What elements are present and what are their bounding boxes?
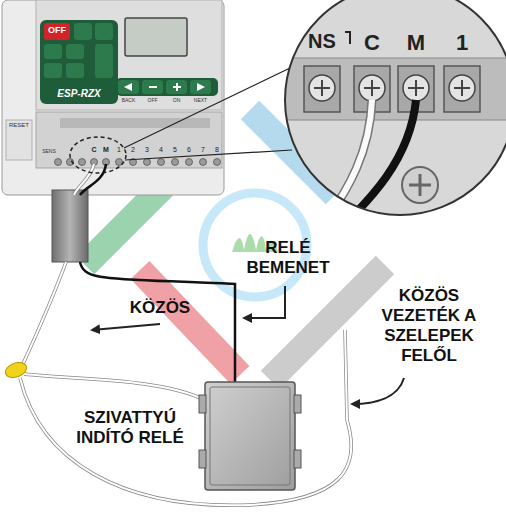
terminal-label: 5 (170, 146, 180, 154)
conduit-pipe (52, 190, 88, 262)
terminal-zoom-inset (280, 0, 506, 235)
common-wire (24, 374, 205, 400)
terminal-label: 1 (446, 30, 478, 56)
terminal-label: C (89, 146, 99, 154)
valve-common-wire (20, 330, 351, 505)
terminal-label: M (101, 146, 111, 154)
terminal-label: 4 (156, 146, 166, 154)
common-wire (22, 262, 66, 366)
terminal-label: 3 (142, 146, 152, 154)
terminal-label: C (356, 30, 388, 56)
pump-start-relay (199, 382, 301, 490)
leader-arrow (244, 286, 285, 318)
callout-label: RELÉ BEMENET (232, 238, 344, 278)
terminal-label: 1 (114, 146, 124, 154)
inset-border (285, 0, 506, 215)
terminal-label: 8 (212, 146, 222, 154)
button-caption: ON (166, 98, 187, 104)
leader-arrow (352, 378, 404, 404)
model-name: ESP-RZX (42, 88, 116, 100)
wire-nut (3, 360, 28, 381)
terminal-label: 2 (128, 146, 138, 154)
callout-label: KÖZÖS VEZETÉK A SZELEPEK FELŐL (372, 286, 486, 366)
callout-label: KÖZÖS (118, 298, 202, 318)
terminal-label: 7 (198, 146, 208, 154)
reset-label: RESET (3, 122, 35, 129)
terminal-label: SENS (38, 149, 60, 155)
common-wire (22, 262, 66, 366)
button-caption: OFF (142, 98, 163, 104)
common-wire (24, 374, 205, 400)
terminal-label: M (400, 30, 432, 56)
zoom-line (124, 68, 290, 148)
controller-housing (2, 0, 224, 195)
terminal-label: NS (302, 30, 342, 54)
valve-common-wire (20, 330, 351, 505)
leader-arrow (92, 324, 160, 330)
callout-label: SZIVATTYÚ INDÍTÓ RELÉ (66, 408, 194, 448)
zoom-line (125, 150, 292, 160)
zoom-callout (70, 137, 126, 173)
terminal-label: 6 (184, 146, 194, 154)
button-label: OFF (44, 25, 70, 36)
button-caption: BACK (116, 98, 141, 104)
relay-input-wire (80, 262, 235, 385)
black-wire (80, 164, 106, 195)
button-caption: NEXT (188, 98, 213, 104)
